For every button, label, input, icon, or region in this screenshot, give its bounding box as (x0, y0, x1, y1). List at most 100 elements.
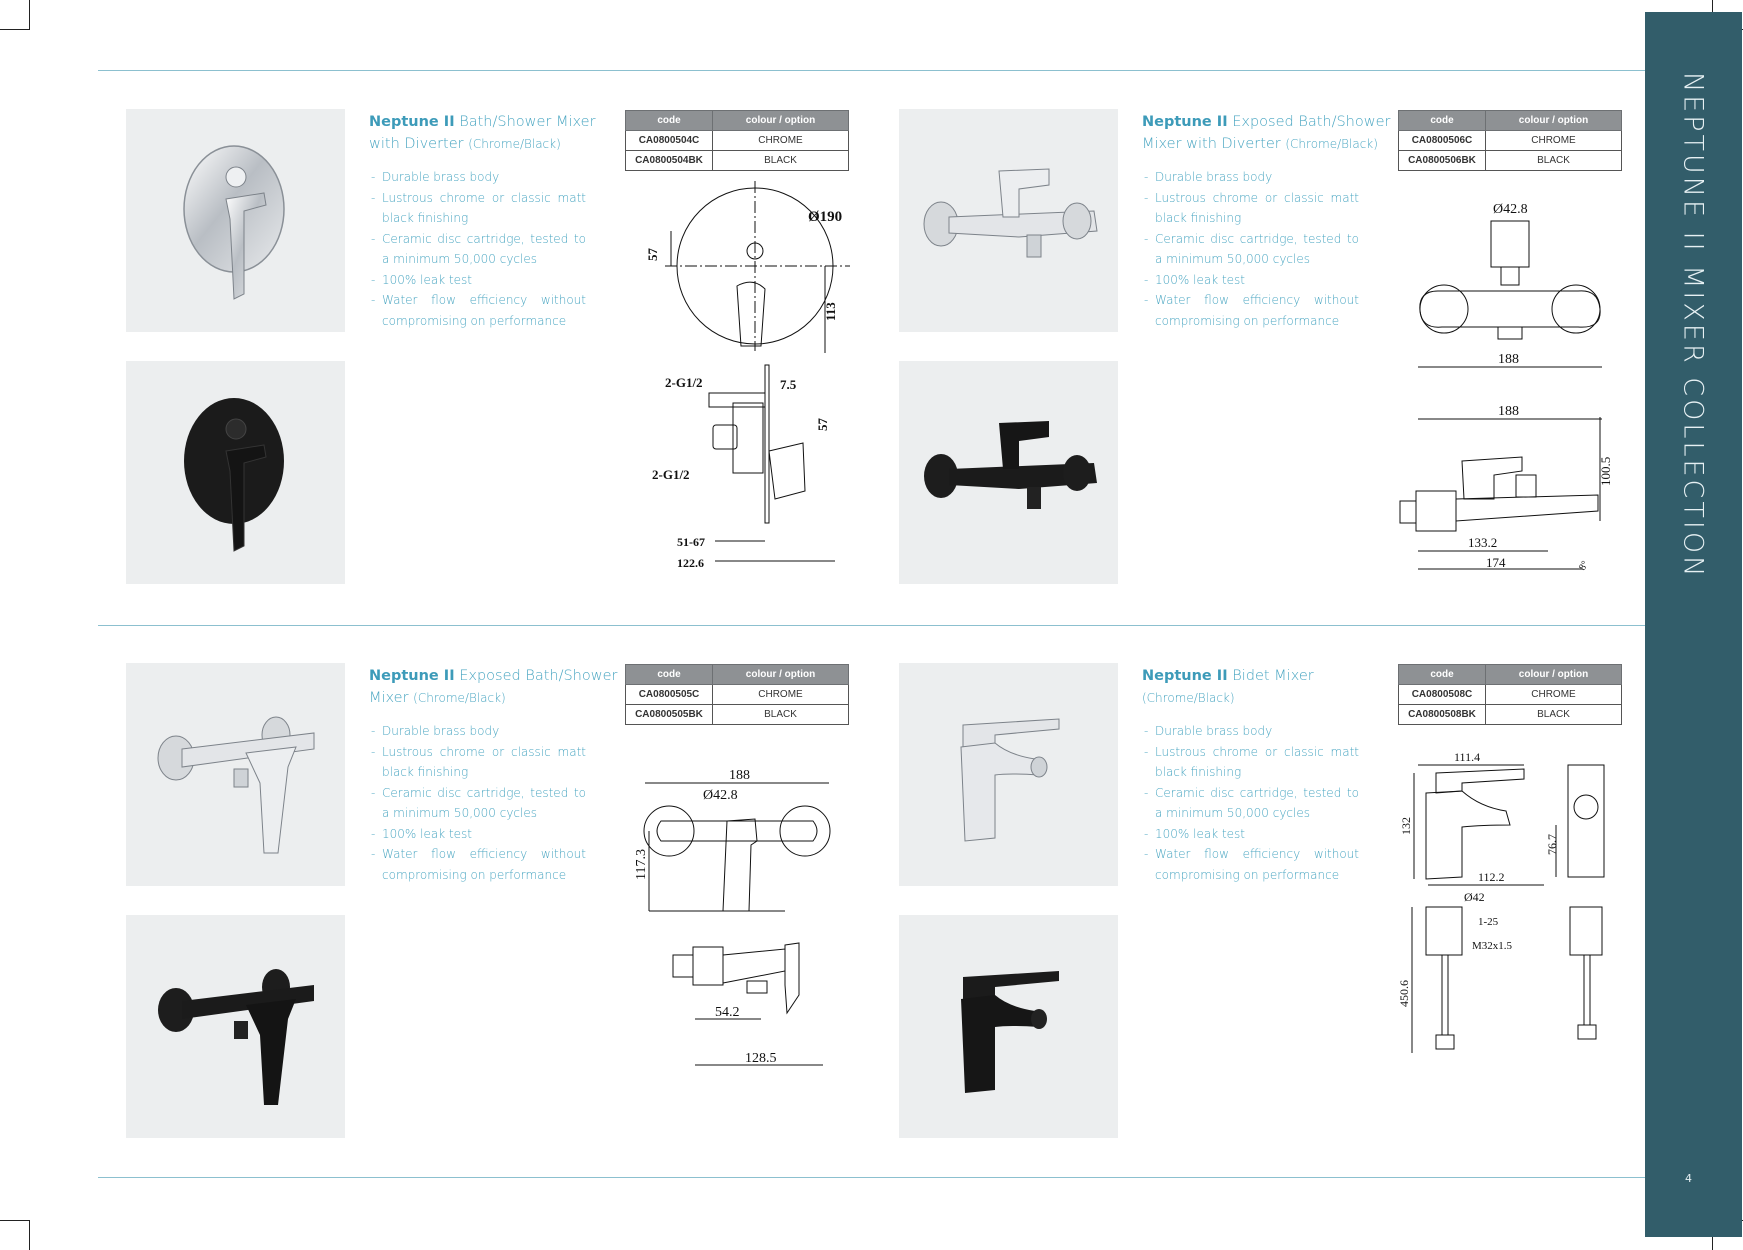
dimension-label: 128.5 (745, 1051, 777, 1066)
technical-drawing-svg: Ø42.8 188 188 100.5 133.2 174 8° (1399, 202, 1613, 573)
dimension-label: 132 (1399, 817, 1413, 835)
dimension-label: 76.7 (1545, 834, 1559, 855)
technical-drawing: Ø42.8 188 188 100.5 133.2 174 8° (1398, 181, 1622, 621)
product-title: Neptune II Exposed Bath/Shower Mixer wit… (1142, 111, 1392, 155)
product-card-exposed-bath-shower-mixer-diverter: Neptune II Exposed Bath/Shower Mixer wit… (899, 109, 1669, 629)
concealed-mixer-chrome-illustration (183, 145, 285, 300)
dimension-label: Ø42.8 (703, 788, 738, 803)
colour-option: CHROME (1485, 684, 1622, 705)
product-variant: (Chrome/Black) (468, 137, 561, 151)
feature-list: Durable brass body Lustrous chrome or cl… (369, 721, 586, 885)
option-header: colour / option (1485, 664, 1622, 685)
dimension-label: 2-G1/2 (665, 375, 703, 390)
product-code: CA0800506C (1398, 130, 1486, 151)
product-brand: Neptune II (369, 114, 455, 130)
product-image-chrome (899, 663, 1118, 886)
code-header: code (625, 110, 713, 131)
exposed-diverter-mixer-chrome-illustration (923, 168, 1098, 258)
dimension-label: 57 (815, 418, 830, 432)
feature-item: 100% leak test (1142, 824, 1359, 845)
option-header: colour / option (1485, 110, 1622, 131)
product-image-black (899, 915, 1118, 1138)
dimension-label: 188 (1498, 404, 1519, 419)
feature-list: Durable brass body Lustrous chrome or cl… (1142, 721, 1359, 885)
section-divider-top (98, 70, 1645, 71)
technical-drawing-svg: 188 Ø42.8 117.3 54.2 128.5 (634, 768, 831, 1066)
product-image-chrome (126, 109, 345, 332)
option-header: colour / option (712, 110, 849, 131)
crop-mark-bottom-left (0, 1220, 30, 1250)
feature-item: Ceramic disc cartridge, tested to a mini… (1142, 783, 1359, 824)
code-header: code (1398, 110, 1486, 131)
concealed-mixer-black-illustration (184, 398, 284, 552)
code-header: code (1398, 664, 1486, 685)
product-name: Exposed Bath/Shower Mixer (369, 668, 618, 706)
feature-item: Durable brass body (1142, 167, 1359, 188)
code-header: code (625, 664, 713, 685)
colour-option: CHROME (712, 684, 849, 705)
feature-item: Durable brass body (1142, 721, 1359, 742)
feature-item: 100% leak test (1142, 270, 1359, 291)
exposed-mixer-black-illustration (158, 969, 314, 1105)
dimension-label: Ø190 (808, 209, 842, 225)
product-image-chrome (126, 663, 345, 886)
product-code: CA0800504BK (625, 150, 713, 171)
product-variant: (Chrome/Black) (1285, 137, 1378, 151)
feature-list: Durable brass body Lustrous chrome or cl… (369, 167, 586, 331)
feature-item: Durable brass body (369, 721, 586, 742)
page-number: 4 (1685, 1172, 1692, 1185)
feature-item: Water flow efficiency without compromisi… (1142, 844, 1359, 885)
section-divider-middle (98, 625, 1645, 626)
product-code: CA0800506BK (1398, 150, 1486, 171)
dimension-label: 174 (1486, 555, 1506, 570)
dimension-label: Ø42 (1464, 890, 1485, 904)
colour-option: BLACK (712, 704, 849, 725)
dimension-label: 54.2 (715, 1005, 740, 1020)
product-title: Neptune II Exposed Bath/Shower Mixer (Ch… (369, 665, 619, 709)
dimension-label: 57 (645, 248, 660, 262)
dimension-label: 188 (729, 768, 750, 783)
product-brand: Neptune II (369, 668, 455, 684)
dimension-label: 117.3 (634, 849, 649, 880)
colour-option: BLACK (1485, 704, 1622, 725)
feature-item: Lustrous chrome or classic matt black fi… (1142, 742, 1359, 783)
product-image-black (126, 361, 345, 584)
product-name: Bidet Mixer (1232, 668, 1314, 684)
dimension-label: Ø42.8 (1493, 202, 1528, 217)
bidet-mixer-chrome-illustration (960, 718, 1060, 842)
dimension-label: 450.6 (1397, 980, 1411, 1007)
exposed-diverter-mixer-black-illustration (924, 421, 1097, 509)
collection-sidebar: NEPTUNE II MIXER COLLECTION 4 (1645, 12, 1742, 1237)
colour-option: CHROME (1485, 130, 1622, 151)
exposed-mixer-chrome-illustration (157, 716, 315, 854)
colour-option: BLACK (1485, 150, 1622, 171)
dimension-label: 1-25 (1478, 916, 1499, 928)
section-divider-bottom (98, 1177, 1645, 1178)
dimension-label: 122.6 (677, 556, 704, 570)
dimension-label: 133.2 (1468, 535, 1497, 550)
feature-item: Ceramic disc cartridge, tested to a mini… (369, 783, 586, 824)
product-code: CA0800505BK (625, 704, 713, 725)
product-code: CA0800505C (625, 684, 713, 705)
technical-drawing-svg: 111.4 132 112.2 76.7 Ø42 1-25 M32x1.5 45… (1397, 750, 1605, 1053)
dimension-label: 51-67 (677, 535, 705, 549)
feature-list: Durable brass body Lustrous chrome or cl… (1142, 167, 1359, 331)
technical-drawing: Ø190 57 113 2-G1/2 7.5 57 2-G1/2 51-67 1… (625, 181, 850, 621)
technical-drawing: 111.4 132 112.2 76.7 Ø42 1-25 M32x1.5 45… (1397, 735, 1622, 1175)
bidet-mixer-black-illustration (961, 971, 1059, 1093)
product-image-black (126, 915, 345, 1138)
product-card-exposed-bath-shower-mixer: Neptune II Exposed Bath/Shower Mixer (Ch… (126, 663, 896, 1183)
colour-option: BLACK (712, 150, 849, 171)
feature-item: Lustrous chrome or classic matt black fi… (369, 188, 586, 229)
